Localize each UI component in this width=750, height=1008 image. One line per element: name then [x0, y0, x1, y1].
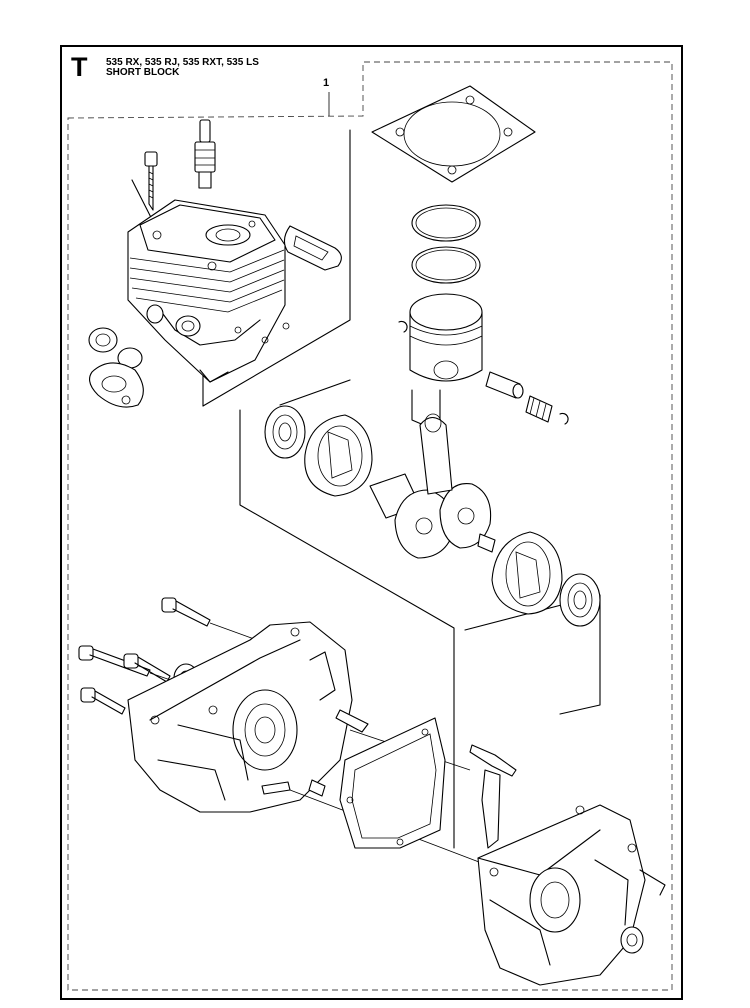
crankcase-bolt-4: [80, 687, 126, 715]
cylinder-group: [88, 119, 351, 408]
crankcase-half-right: [477, 804, 666, 986]
oil-seal-right: [620, 926, 644, 954]
spark-plug: [194, 119, 216, 189]
crankcase-gasket: [339, 717, 446, 849]
main-bearing-right: [559, 573, 601, 627]
piston-ring-upper: [411, 204, 481, 242]
circlip-left: [398, 320, 408, 333]
cylinder-bolt: [144, 151, 158, 211]
intake-flange: [88, 327, 144, 408]
piston-group: [371, 85, 569, 433]
crankcase-group: [78, 597, 666, 986]
piston: [409, 293, 483, 382]
connecting-rod: [419, 413, 453, 495]
crankshaft: [369, 473, 496, 559]
needle-bearing: [525, 395, 553, 423]
section-letter: T: [71, 52, 88, 82]
piston-pin: [485, 371, 524, 399]
assembly-boundary: [67, 61, 673, 991]
main-bearing-left: [264, 405, 306, 459]
model-list: 535 RX, 535 RJ, 535 RXT, 535 LS: [106, 57, 259, 68]
exhaust-gasket: [283, 225, 342, 271]
diagram-subtitle: SHORT BLOCK: [106, 67, 180, 78]
crankcase-flange-left: [304, 414, 373, 497]
chain-guide: [469, 744, 517, 849]
crankshaft-group: [239, 379, 601, 849]
crankcase-half-left: [127, 621, 369, 813]
base-gasket: [371, 85, 536, 183]
crankcase-bolt-3: [123, 653, 171, 683]
diagram-frame: [60, 45, 683, 1000]
crankcase-flange-right: [491, 531, 563, 615]
callout-number: 1: [323, 77, 330, 89]
dowel-pin-1: [308, 779, 326, 797]
circlip-right: [559, 412, 569, 425]
cylinder-body: [127, 199, 290, 383]
piston-ring-lower: [411, 246, 481, 284]
